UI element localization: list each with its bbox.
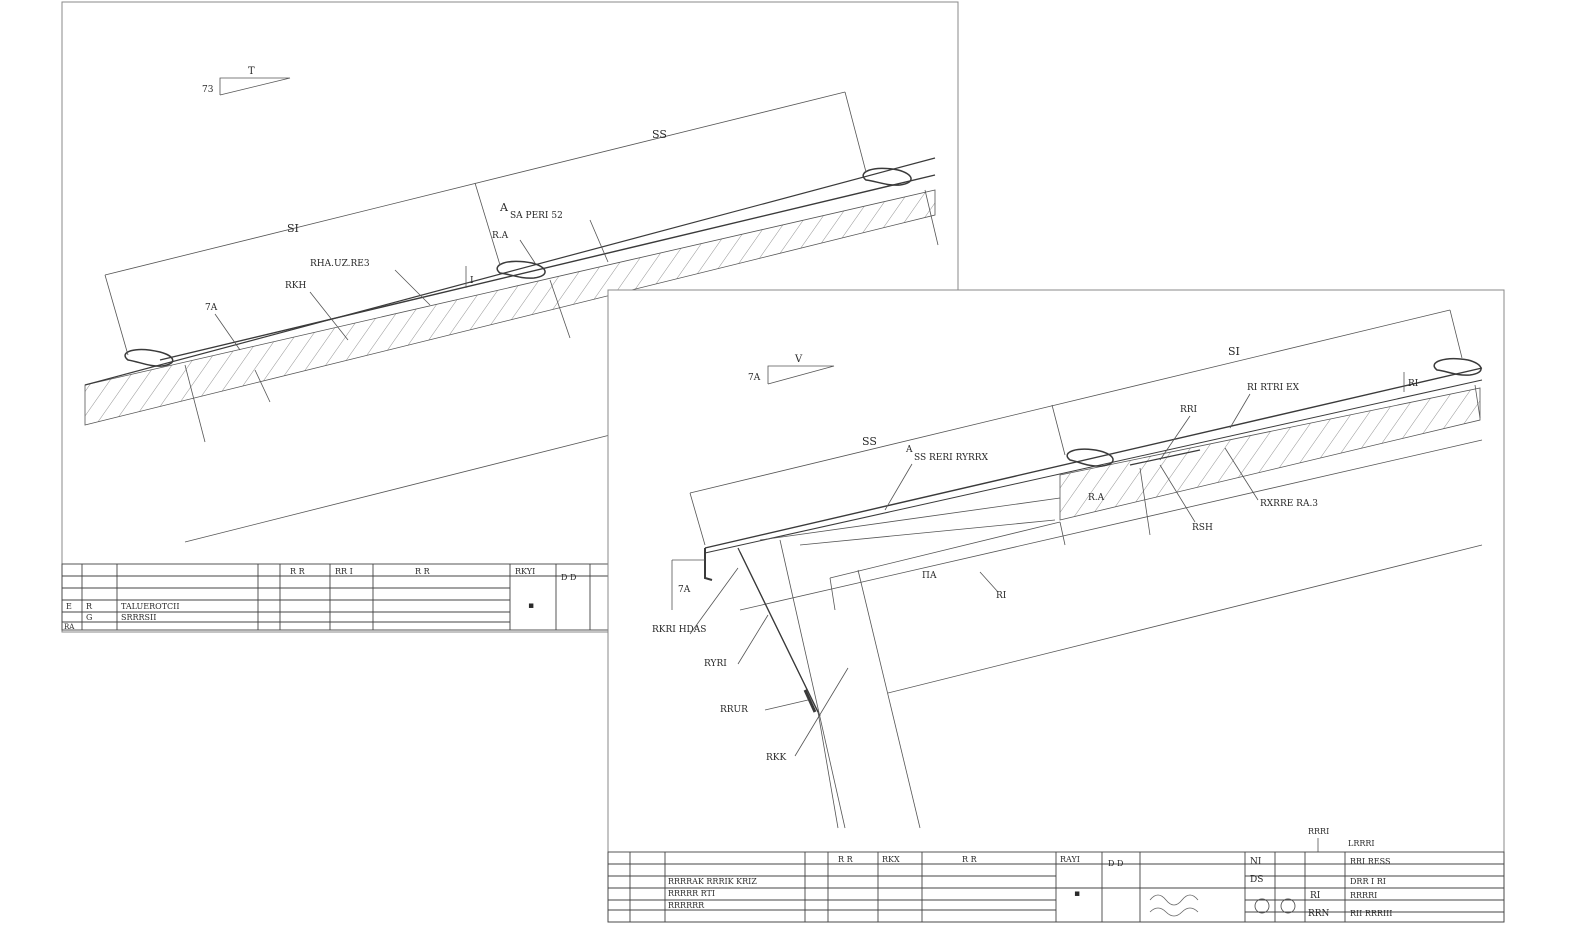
roof-top-line — [84, 157, 936, 386]
callout2-j: RKK — [766, 753, 787, 763]
sheet-2-border — [607, 289, 1505, 923]
callout-b: SA PERI 52 — [510, 211, 563, 221]
callout2-k: R.A — [1088, 493, 1105, 503]
seam-detail-2 — [1066, 358, 1482, 467]
tb2-right-value-2: DRR I RI — [1350, 877, 1386, 886]
tb2-note-1: RRRI — [1308, 827, 1329, 836]
sheet-1-title-block: R R RR I R R RKYI D D TALUEROTCII SRRRSI… — [61, 563, 611, 631]
tb2-head-2: RKX — [882, 855, 900, 864]
callout-c: RHA.UZ.RE3 — [310, 259, 370, 269]
dim-right-span-2: SI — [1228, 345, 1240, 358]
callout2-c: RRI — [1180, 405, 1198, 415]
callout-e: 7A — [205, 303, 218, 313]
roof-sheet-line — [159, 174, 936, 361]
tb2-row-3: RRRRRR — [668, 901, 705, 910]
lower-line — [184, 434, 611, 543]
tb2-right-value-3: RRRRI — [1350, 891, 1377, 900]
tb2-right-label-1: NI — [1250, 857, 1262, 867]
soffit-line-2 — [739, 439, 1483, 611]
callout2-h: RYRI — [704, 659, 727, 669]
tb1-code-3: G — [86, 613, 92, 622]
seam-detail — [124, 167, 912, 367]
roof-sheet-line-2 — [704, 379, 1483, 554]
tb1-mark: ▪ — [528, 601, 534, 611]
tb1-head-3: R R — [415, 567, 431, 576]
tb1-row-2: SRRRSII — [121, 613, 156, 622]
callout-f: R.A — [492, 231, 509, 241]
tb1-row-1: TALUEROTCII — [121, 602, 180, 611]
roof-section-hatch — [84, 189, 936, 426]
tb2-right-label-2: DS — [1250, 875, 1263, 885]
tb2-row-1: RRRRAK RRRIK KRIZ — [668, 877, 757, 886]
callout-d: RKH — [285, 281, 307, 291]
tb2-logo-mark — [1149, 894, 1296, 917]
tb2-note-2: LRRRI — [1348, 839, 1375, 848]
slope-rise-2: V — [794, 354, 803, 365]
dim-eave-drop: 7A — [678, 585, 691, 595]
slope-rise: T — [248, 66, 255, 77]
tb1-code-4: RA — [64, 623, 75, 631]
dim-left-span-2: SS — [862, 435, 877, 448]
dim-left-span: SI — [287, 222, 299, 235]
sheet-1-dimensions: SI SS I — [104, 91, 939, 443]
dim-inner: ПА — [922, 571, 937, 581]
eave-detail — [704, 497, 1061, 829]
callout2-i: RRUR — [720, 705, 748, 715]
sheet-2-dimensions: SS SI RI 7A ПА RI — [671, 309, 1481, 611]
callout2-a: A — [905, 445, 913, 455]
callout2-e: RXRRE RA.3 — [1260, 499, 1318, 509]
tb2-head-4: RAYI — [1060, 855, 1080, 864]
dim-step-2: RI — [1408, 379, 1419, 389]
tb2-mark: ▪ — [1074, 889, 1080, 899]
callout2-f: RSH — [1192, 523, 1213, 533]
tb2-head-5: D D — [1108, 859, 1123, 868]
sheet-1-slope-marker: T 73 — [202, 66, 291, 96]
sheet-2-title-block: RRRI LRRRI R R RKX — [607, 827, 1505, 923]
slope-run-2: 7A — [748, 373, 761, 383]
roof-section-hatch-2 — [1059, 387, 1481, 521]
dim-right-span: SS — [652, 128, 667, 141]
tb2-right-value-1: RRI RESS — [1350, 857, 1390, 866]
tb1-head-4: RKYI — [515, 567, 535, 576]
tb1-code-1: E — [66, 602, 72, 611]
tb2-right-label-4: RRN — [1308, 909, 1330, 919]
tb1-head-2: RR I — [335, 567, 353, 576]
slope-run: 73 — [202, 85, 214, 95]
tb1-head-1: R R — [290, 567, 306, 576]
callout-a: A — [499, 201, 509, 214]
sheet-2: V 7A — [607, 289, 1505, 923]
sheet-2-slope-marker: V 7A — [748, 354, 835, 385]
tb2-right-value-4: RII RRRIII — [1350, 909, 1392, 918]
callout2-b: SS RERI RYRRX — [914, 453, 989, 463]
tb1-head-5: D D — [561, 573, 576, 582]
lower-line-2 — [887, 544, 1483, 694]
tb2-head-3: R R — [962, 855, 978, 864]
tb2-row-2: RRRRR RTI — [668, 889, 715, 898]
sheet-2-callouts: A SS RERI RYRRX RRI RI RTRI EX RXRRE RA.… — [652, 383, 1318, 763]
tb1-code-2: R — [86, 602, 93, 611]
tb2-right-label-3: RI — [1310, 891, 1321, 901]
dim-step: I — [470, 276, 474, 286]
roof-top-line-2 — [704, 367, 1483, 549]
callout2-g: RKRI HDAS — [652, 625, 706, 635]
tb2-head-1: R R — [838, 855, 854, 864]
sheet-1-callouts: A SA PERI 52 R.A RHA.UZ.RE3 RKH 7A — [205, 201, 609, 403]
dim-inner-2: RI — [996, 591, 1007, 601]
callout2-d: RI RTRI EX — [1247, 383, 1300, 393]
